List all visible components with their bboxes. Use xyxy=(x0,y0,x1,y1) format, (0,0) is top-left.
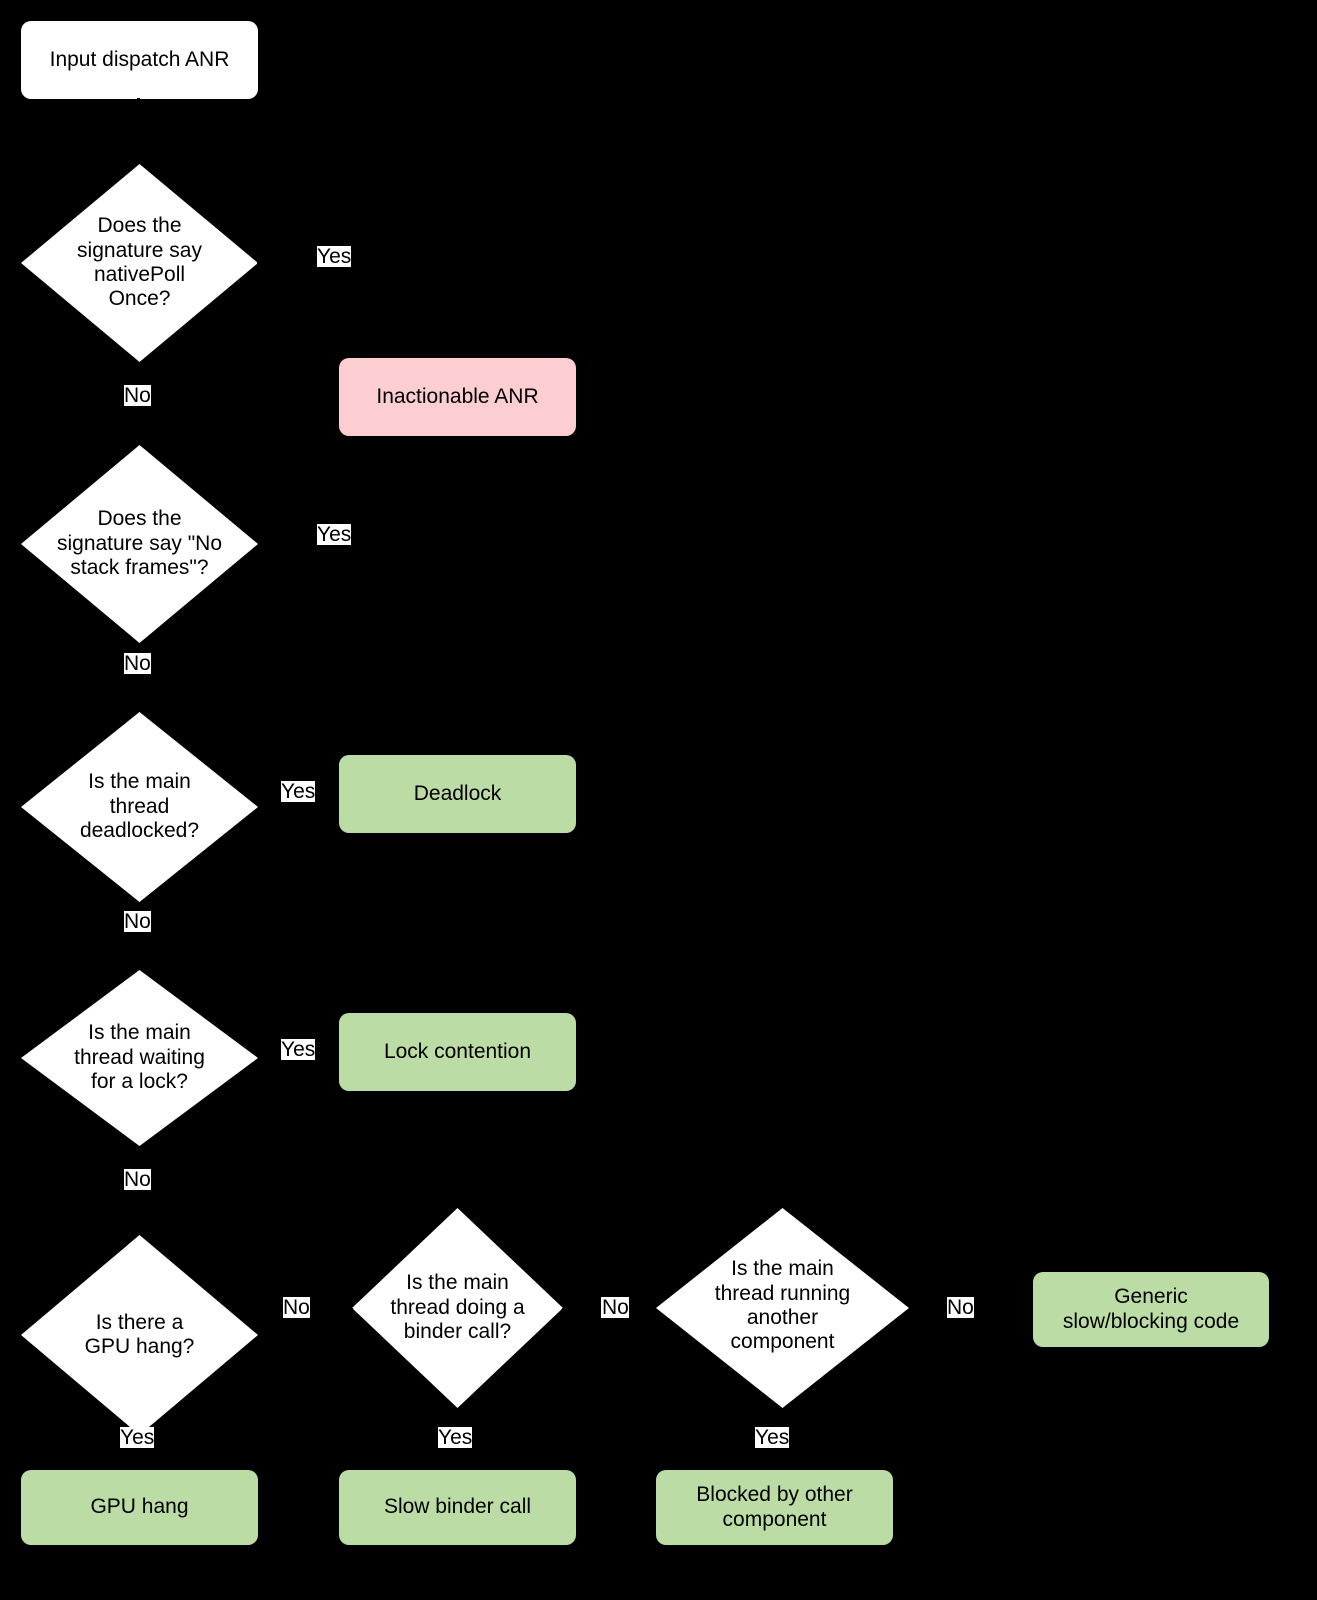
node-result-generic-slow-blocking-code[interactable]: Generic slow/blocking code xyxy=(1033,1272,1269,1347)
edge-label-waitinglock-yes: Yes xyxy=(281,1038,316,1061)
node-result-deadlock[interactable]: Deadlock xyxy=(339,755,576,833)
node-decision-running-another-component[interactable]: Is the main thread running another compo… xyxy=(656,1208,909,1408)
decision-label: Does the signature say "No stack frames"… xyxy=(56,507,223,580)
decision-label: Is the main thread deadlocked? xyxy=(79,770,200,843)
edge-nativepoll-yes xyxy=(257,262,457,265)
edge-label-othercomponent-yes: Yes xyxy=(755,1426,790,1449)
edge-label-deadlocked-yes: Yes xyxy=(281,780,316,803)
edge-label-gpuhang-yes: Yes xyxy=(120,1426,155,1449)
edge-label-nostackframes-yes: Yes xyxy=(317,523,352,546)
edge-othercomponent-yes xyxy=(772,1435,775,1470)
node-decision-nativepoll-once[interactable]: Does the signature say nativePoll Once? xyxy=(21,164,258,362)
edge-start-to-nativepoll xyxy=(137,98,140,164)
node-result-slow-binder-call[interactable]: Slow binder call xyxy=(339,1470,576,1545)
node-start-input-dispatch-anr[interactable]: Input dispatch ANR xyxy=(21,21,258,99)
decision-label: Is the main thread running another compo… xyxy=(714,1257,851,1354)
node-result-blocked-by-other-component[interactable]: Blocked by other component xyxy=(656,1470,893,1545)
edge-deadlocked-no xyxy=(137,902,140,970)
edge-label-nostackframes-no: No xyxy=(124,652,151,675)
edge-gpuhang-yes xyxy=(137,1435,140,1470)
edge-label-deadlocked-no: No xyxy=(124,910,151,933)
edge-nativepoll-yes-down xyxy=(456,262,459,358)
node-decision-gpu-hang[interactable]: Is there a GPU hang? xyxy=(21,1235,258,1435)
decision-label: Is there a GPU hang? xyxy=(84,1310,195,1358)
node-decision-binder-call[interactable]: Is the main thread doing a binder call? xyxy=(352,1208,563,1408)
node-decision-no-stack-frames[interactable]: Does the signature say "No stack frames"… xyxy=(21,445,258,643)
edge-label-gpuhang-no: No xyxy=(283,1296,310,1319)
node-decision-main-thread-deadlocked[interactable]: Is the main thread deadlocked? xyxy=(21,712,258,902)
edge-label-nativepoll-yes: Yes xyxy=(317,245,352,268)
edge-nostackframes-no xyxy=(137,643,140,712)
edge-label-nativepoll-no: No xyxy=(124,384,151,407)
node-result-inactionable-anr[interactable]: Inactionable ANR xyxy=(339,358,576,436)
edge-nostackframes-yes xyxy=(257,537,457,540)
decision-label: Does the signature say nativePoll Once? xyxy=(77,214,202,311)
edge-label-bindercall-yes: Yes xyxy=(438,1426,473,1449)
edge-label-waitinglock-no: No xyxy=(124,1168,151,1191)
decision-label: Is the main thread doing a binder call? xyxy=(390,1271,525,1344)
node-result-lock-contention[interactable]: Lock contention xyxy=(339,1013,576,1091)
edge-bindercall-yes xyxy=(455,1435,458,1470)
decision-label: Is the main thread waiting for a lock? xyxy=(74,1021,205,1094)
node-result-gpu-hang[interactable]: GPU hang xyxy=(21,1470,258,1545)
edge-waitinglock-no xyxy=(137,1146,140,1235)
edge-label-generic-no: No xyxy=(947,1296,974,1319)
node-decision-waiting-for-lock[interactable]: Is the main thread waiting for a lock? xyxy=(21,970,258,1146)
edge-label-othercomponent-no: No xyxy=(602,1296,629,1319)
